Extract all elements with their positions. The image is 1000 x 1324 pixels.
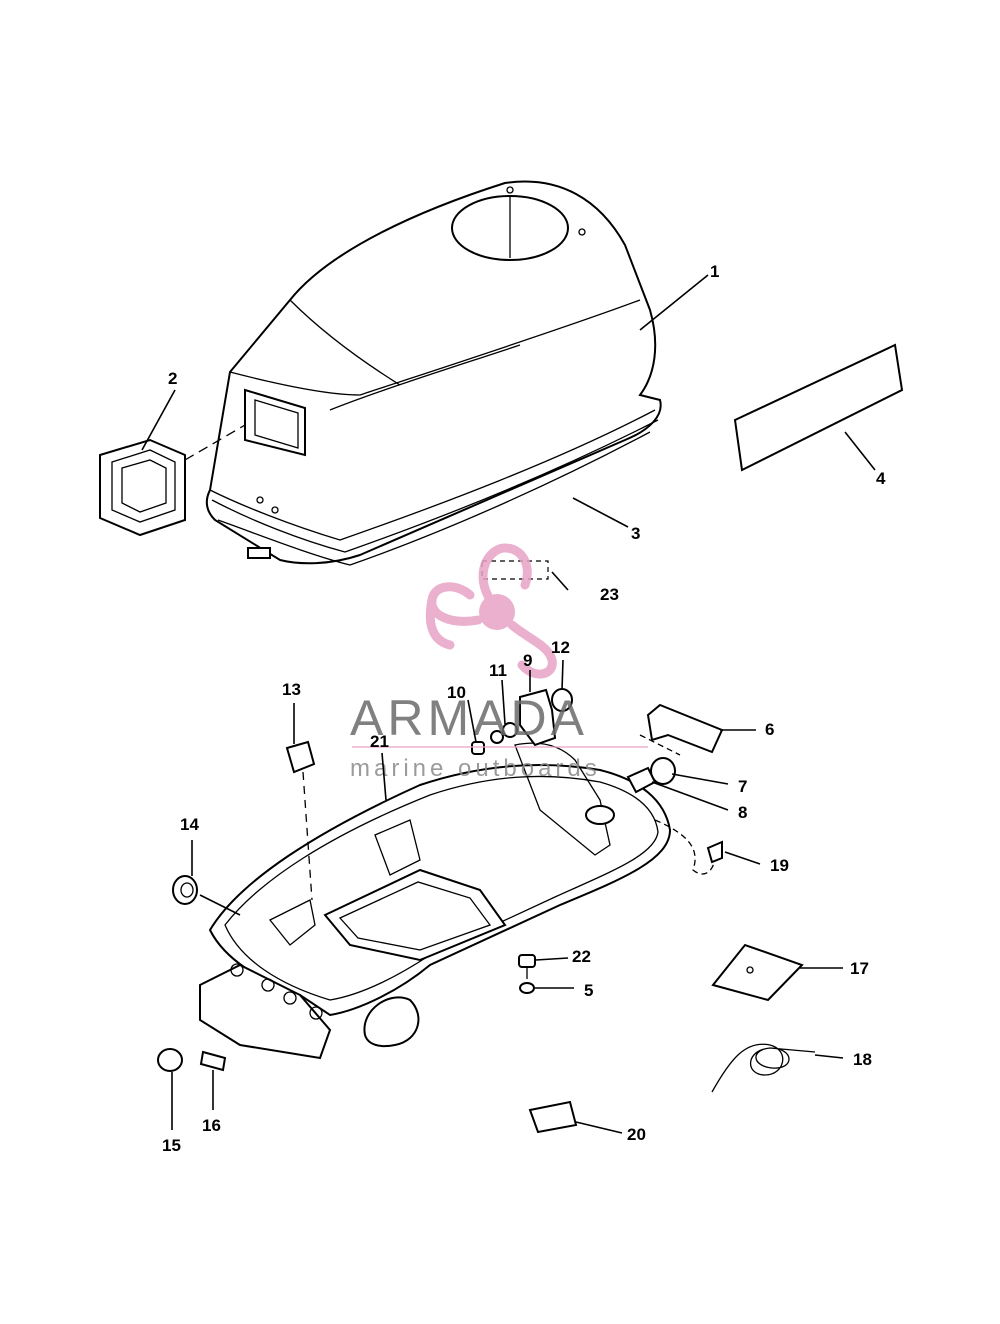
callout-20: 20 (627, 1125, 646, 1144)
watermark-propeller-icon (425, 543, 557, 679)
callout-17: 17 (850, 959, 869, 978)
callout-8: 8 (738, 803, 747, 822)
callout-9: 9 (523, 651, 532, 670)
callout-15: 15 (162, 1136, 181, 1155)
top-cowl (205, 180, 662, 566)
callout-18: 18 (853, 1050, 872, 1069)
callout-23: 23 (600, 585, 619, 604)
callout-6: 6 (765, 720, 774, 739)
callout-11: 11 (489, 661, 507, 680)
small-parts (157, 560, 816, 1134)
callout-7: 7 (738, 777, 747, 796)
watermark-logo: ARMADA marine outboards (350, 543, 648, 782)
callout-16: 16 (202, 1116, 221, 1135)
callout-14: 14 (180, 815, 199, 834)
callout-10: 10 (447, 683, 466, 702)
callout-19: 19 (770, 856, 789, 875)
callout-21: 21 (370, 732, 389, 751)
callout-13: 13 (282, 680, 301, 699)
watermark-tagline: marine outboards (350, 755, 601, 782)
callout-22: 22 (572, 947, 591, 966)
callout-12: 12 (551, 638, 570, 657)
callout-4: 4 (876, 469, 886, 488)
callout-3: 3 (631, 524, 640, 543)
watermark-brand: ARMADA (350, 690, 588, 746)
decal (733, 343, 904, 472)
callout-labels: 1 2 3 4 5 6 7 8 9 10 11 12 13 14 15 16 1… (162, 262, 886, 1155)
callout-1: 1 (710, 262, 719, 281)
callout-2: 2 (168, 369, 177, 388)
bottom-cowl (199, 742, 672, 1060)
leader-lines (141, 274, 876, 1134)
callout-5: 5 (584, 981, 593, 1000)
intake-grommet (99, 424, 246, 537)
